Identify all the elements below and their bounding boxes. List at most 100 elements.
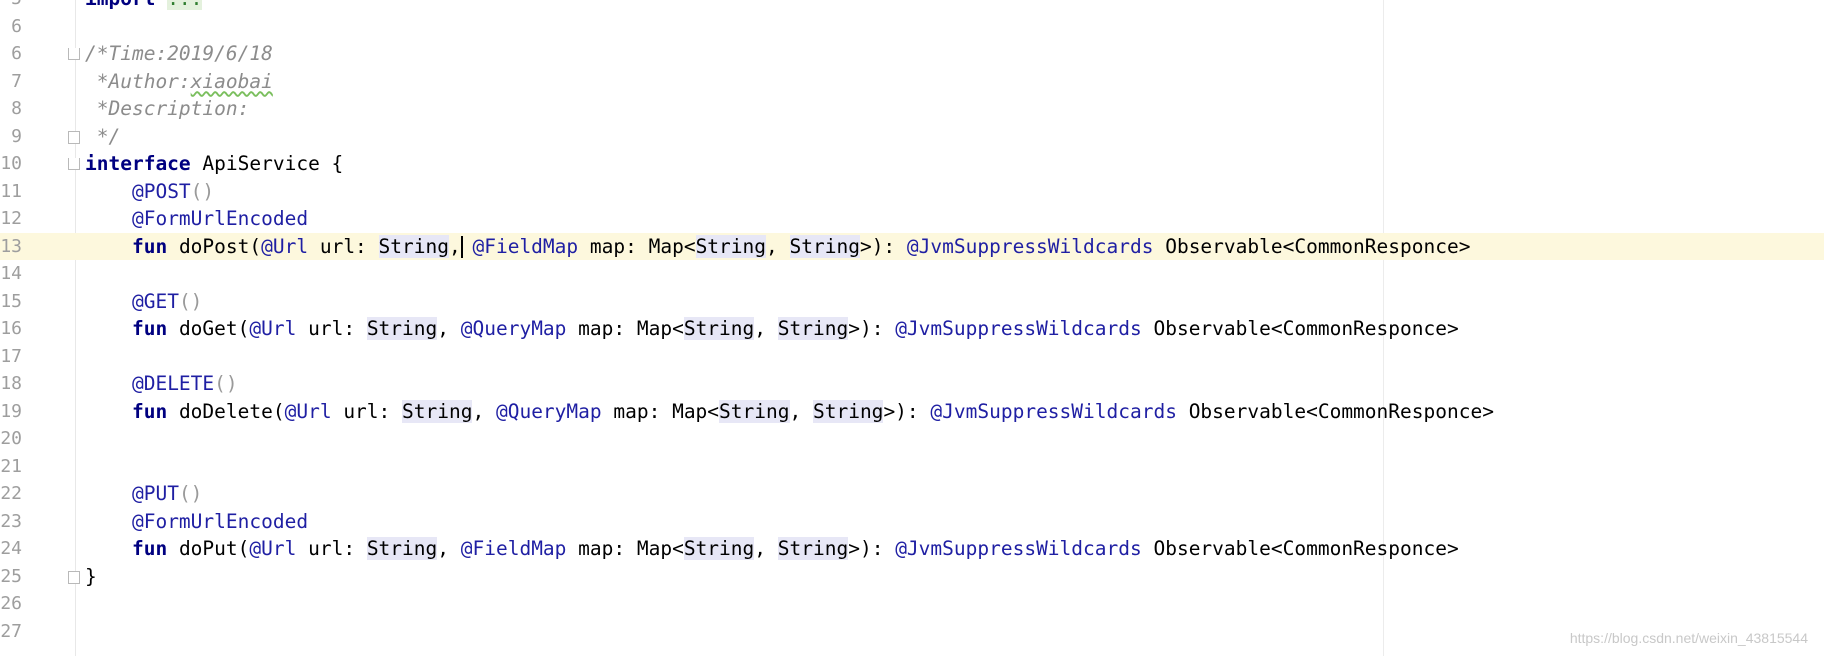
- code-text: fun doPost(@Url url: String, @FieldMap m…: [85, 233, 1470, 261]
- fold-marker-icon[interactable]: [68, 48, 80, 60]
- fold-marker-icon[interactable]: [68, 570, 80, 584]
- code-token: @Url: [284, 399, 332, 423]
- code-token: >):: [848, 537, 896, 560]
- code-token: map: Map<: [566, 537, 684, 560]
- code-token: @JvmSuppressWildcards: [895, 537, 1142, 560]
- line-number: 20: [0, 428, 22, 449]
- fold-marker-icon[interactable]: [68, 130, 80, 144]
- line-number: 12: [0, 208, 22, 229]
- code-token: ,: [766, 234, 790, 258]
- line-number: 18: [0, 373, 22, 394]
- fold-marker-icon[interactable]: [68, 158, 80, 170]
- code-line[interactable]: 25}: [0, 563, 1824, 591]
- code-token: String: [812, 399, 884, 423]
- code-token: url:: [331, 399, 403, 423]
- code-token: @JvmSuppressWildcards: [930, 399, 1177, 423]
- code-token: Observable<CommonResponce>: [1176, 399, 1494, 423]
- line-number: 6: [11, 15, 22, 37]
- line-number: 11: [0, 180, 22, 202]
- code-line[interactable]: 27: [0, 618, 1824, 646]
- code-line[interactable]: 12 @FormUrlEncoded: [0, 205, 1824, 233]
- code-token: String: [683, 317, 755, 340]
- line-number: 24: [0, 538, 22, 559]
- line-number: 8: [11, 98, 22, 119]
- watermark: https://blog.csdn.net/weixin_43815544: [1569, 630, 1808, 646]
- code-token: */: [85, 124, 121, 148]
- code-token: [85, 235, 132, 258]
- code-token: @JvmSuppressWildcards: [895, 317, 1142, 340]
- code-line[interactable]: 26: [0, 590, 1824, 618]
- code-line[interactable]: 20: [0, 425, 1824, 453]
- code-token: String: [366, 317, 438, 340]
- code-line[interactable]: 11 @POST(): [0, 178, 1824, 206]
- code-text: */: [85, 123, 121, 151]
- code-token: Observable<CommonResponce>: [1153, 234, 1471, 258]
- code-text: fun doDelete(@Url url: String, @QueryMap…: [85, 398, 1494, 426]
- code-token: doGet(: [167, 317, 250, 340]
- code-token: String: [378, 234, 449, 258]
- code-text: /*Time:2019/6/18: [85, 40, 273, 68]
- right-margin-guide: [1383, 0, 1384, 656]
- code-line[interactable]: 19 fun doDelete(@Url url: String, @Query…: [0, 398, 1824, 426]
- code-token: }: [85, 564, 97, 588]
- code-token: doPost(: [167, 234, 262, 258]
- code-line[interactable]: 6: [0, 13, 1824, 41]
- code-line[interactable]: 17: [0, 343, 1824, 371]
- line-number: 21: [0, 455, 22, 477]
- code-token: fun: [131, 234, 168, 258]
- code-line[interactable]: 5import ...: [0, 0, 1824, 13]
- code-token: ,: [449, 234, 461, 258]
- code-text: @FormUrlEncoded: [85, 508, 308, 536]
- line-number: 6: [11, 43, 22, 64]
- line-number: 7: [11, 70, 22, 92]
- code-line[interactable]: 16 fun doGet(@Url url: String, @QueryMap…: [0, 315, 1824, 343]
- code-line[interactable]: 8 *Description:: [0, 95, 1824, 123]
- code-line[interactable]: 23 @FormUrlEncoded: [0, 508, 1824, 536]
- line-number: 9: [11, 125, 22, 147]
- code-line[interactable]: 21: [0, 453, 1824, 481]
- code-token: String: [789, 234, 860, 258]
- code-token: @POST: [131, 179, 191, 203]
- code-token: @FieldMap: [472, 234, 579, 258]
- code-line[interactable]: 15 @GET(): [0, 288, 1824, 316]
- code-token: fun: [131, 317, 168, 340]
- code-line[interactable]: 24 fun doPut(@Url url: String, @FieldMap…: [0, 535, 1824, 563]
- code-line[interactable]: 22 @PUT(): [0, 480, 1824, 508]
- code-line[interactable]: 14: [0, 260, 1824, 288]
- code-text: *Description:: [85, 95, 250, 123]
- code-line[interactable]: 13 fun doPost(@Url url: String, @FieldMa…: [0, 232, 1824, 261]
- code-token: >):: [859, 234, 907, 258]
- code-token: fun: [131, 537, 168, 560]
- code-token: @Url: [249, 317, 297, 340]
- code-token: @Url: [261, 234, 309, 258]
- code-text: @POST(): [85, 178, 214, 206]
- code-token: fun: [131, 399, 168, 423]
- code-text: @PUT(): [85, 480, 202, 508]
- line-number: 23: [0, 510, 22, 532]
- line-number: 19: [0, 400, 22, 422]
- code-token: String: [402, 399, 473, 423]
- code-token: [85, 180, 132, 203]
- code-token: doDelete(: [167, 399, 285, 423]
- code-token: Observable<CommonResponce>: [1141, 317, 1459, 340]
- code-token: String: [719, 399, 790, 423]
- code-line[interactable]: 7 *Author:xiaobai: [0, 68, 1824, 96]
- code-line[interactable]: 9 */: [0, 123, 1824, 151]
- code-token: String: [777, 317, 849, 340]
- code-line[interactable]: 6 /*Time:2019/6/18: [0, 40, 1824, 68]
- code-token: ...: [167, 0, 203, 10]
- code-text: *Author:xiaobai: [85, 68, 273, 96]
- code-text: @FormUrlEncoded: [85, 205, 308, 233]
- code-token: [85, 537, 132, 560]
- editor-gutter: [0, 0, 76, 656]
- code-line[interactable]: 18 @DELETE(): [0, 370, 1824, 398]
- code-text: fun doGet(@Url url: String, @QueryMap ma…: [85, 315, 1459, 343]
- code-token: String: [777, 537, 849, 560]
- code-token: @QueryMap: [495, 399, 602, 423]
- code-token: import: [85, 0, 167, 10]
- line-number: 25: [0, 565, 22, 587]
- line-number: 22: [0, 483, 22, 504]
- code-token: map: Map<: [601, 399, 720, 423]
